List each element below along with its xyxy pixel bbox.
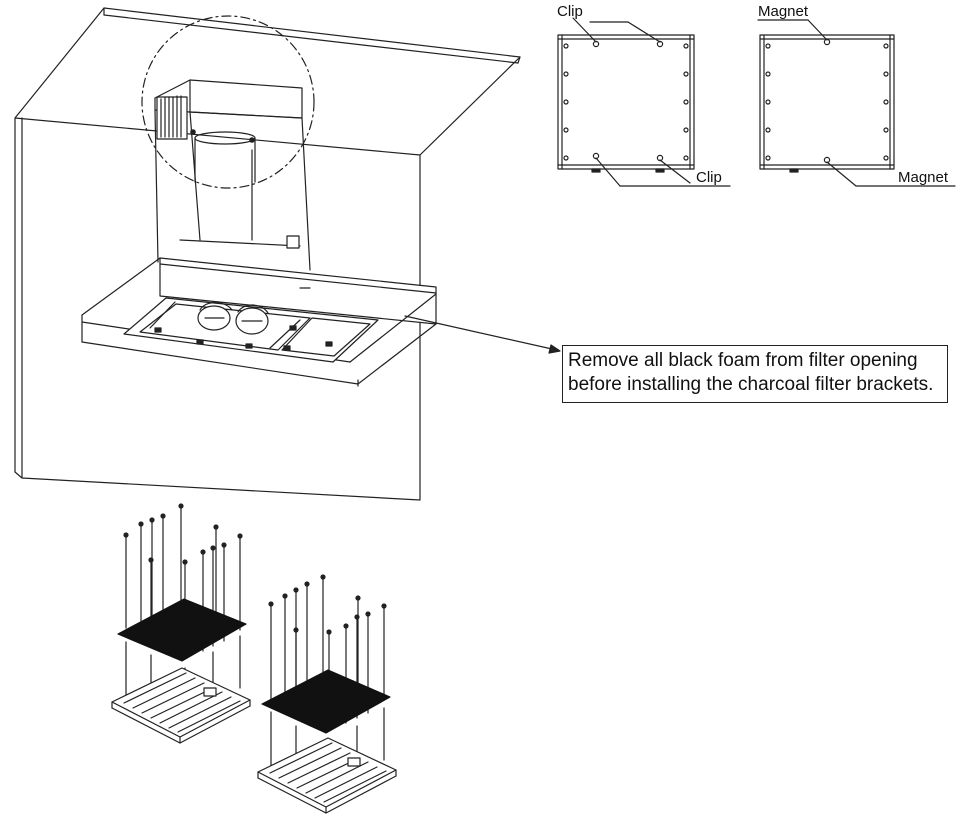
wall xyxy=(14,117,421,501)
detail-circle xyxy=(141,15,315,189)
clip-label-top: Clip xyxy=(557,3,583,20)
hood-canopy xyxy=(81,235,437,387)
instruction-line-1: Remove all black foam from filter openin… xyxy=(568,350,918,371)
note-leader xyxy=(404,315,561,354)
chimney xyxy=(154,79,311,271)
instruction-line-2: before installing the charcoal filter br… xyxy=(568,374,934,395)
hood-clips xyxy=(154,325,333,351)
magnet-label-top: Magnet xyxy=(758,3,809,20)
duct-collar xyxy=(190,129,256,183)
blower-motor xyxy=(197,301,269,335)
instruction-note: Remove all black foam from filter openin… xyxy=(562,345,948,403)
black-foam-left xyxy=(117,598,247,662)
ceiling xyxy=(14,7,521,156)
vent-grille xyxy=(156,95,188,140)
clip-panel xyxy=(557,17,731,187)
charcoal-filter-right xyxy=(257,737,397,814)
magnet-panel xyxy=(757,19,956,187)
black-foam-right xyxy=(261,669,391,734)
magnet-label-bottom: Magnet xyxy=(898,169,949,186)
clip-label-bottom: Clip xyxy=(696,169,722,186)
charcoal-filter-left xyxy=(111,667,251,744)
